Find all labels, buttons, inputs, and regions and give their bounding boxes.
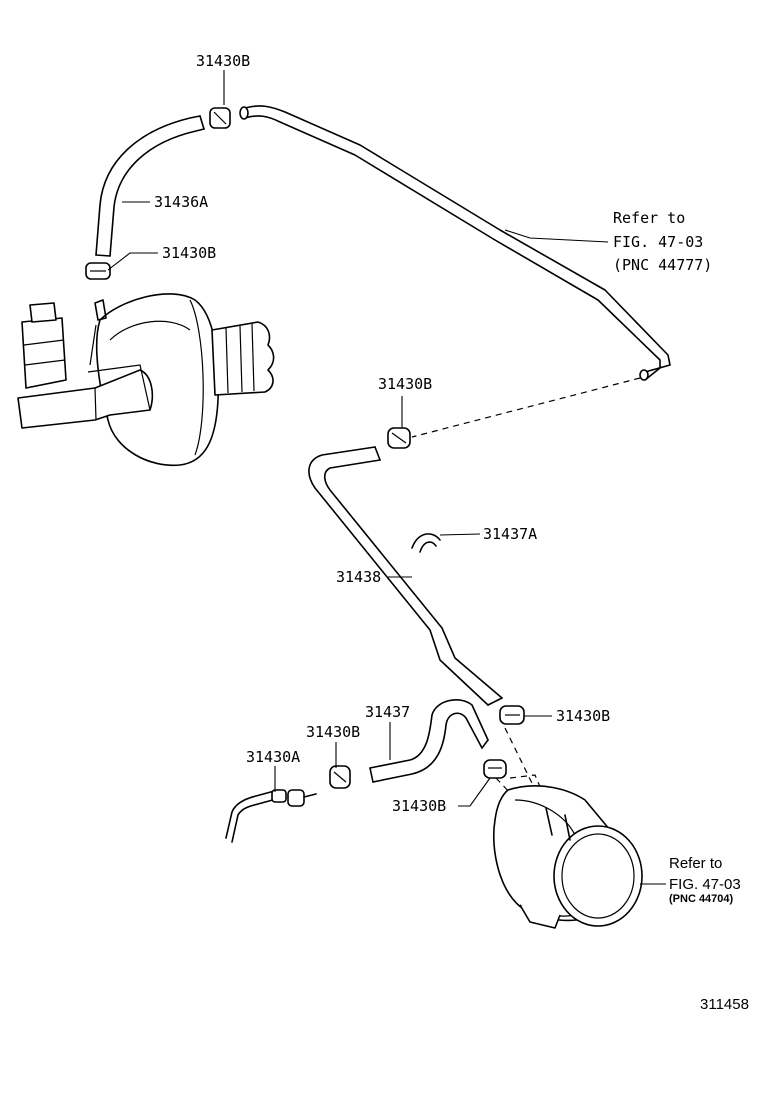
dashed-connection-extra [509,774,551,811]
leader-clip-bottom [458,777,491,807]
clip-31430b-bottom [483,759,507,779]
leader-37a [439,533,481,536]
label-31430a: 31430A [246,748,300,766]
clip-31430b-small [329,765,351,789]
clip-31430b-right [499,705,525,725]
air-flow-meter [492,785,643,929]
label-31430b-bottom: 31430B [392,797,446,815]
ref-top-line3: (PNC 44777) [613,256,712,274]
ref-bottom-line2: FIG. 47-03 [669,876,741,893]
clip-31430b-top [209,107,231,129]
leader-clip-left [107,252,158,271]
clip-31430b-left [85,262,111,280]
label-31437: 31437 [365,703,410,721]
dashed-connection-upper [411,377,641,438]
label-31430b-small: 31430B [306,723,360,741]
hose-31436a [95,115,205,257]
label-31430b-right: 31430B [556,707,610,725]
vacuum-pipe-upper [239,105,671,381]
label-31437a: 31437A [483,525,537,543]
label-31430b-left: 31430B [162,244,216,262]
clip-31437a [411,533,441,553]
ref-bottom-line1: Refer to [669,855,722,872]
ref-top-line1: Refer to [613,209,685,227]
label-31430b-mid: 31430B [378,375,432,393]
leader-ref-top [504,229,609,243]
brake-booster-assembly [17,293,275,467]
hose-31438 [308,446,503,706]
label-31438: 31438 [336,568,381,586]
label-31436a: 31436A [154,193,208,211]
figure-number: 311458 [700,996,749,1013]
ref-top-line2: FIG. 47-03 [613,233,703,251]
fitting-31430a [225,789,317,843]
hose-31437 [369,699,489,783]
label-31430b-top: 31430B [196,52,250,70]
clip-31430b-mid [387,427,411,449]
ref-bottom-line3: (PNC 44704) [669,893,734,905]
